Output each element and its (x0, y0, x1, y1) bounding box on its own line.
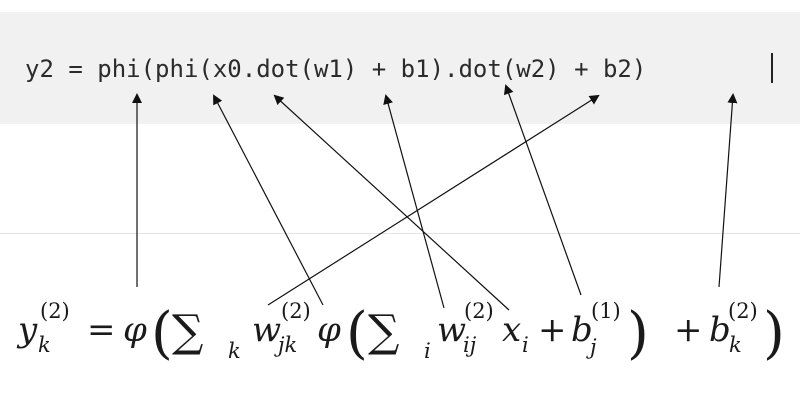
eq-sum-inner: ∑ (368, 306, 399, 357)
eq-rparen-inner: ) (627, 301, 649, 366)
eq-y: y (16, 310, 38, 350)
arrow-b2 (718, 93, 738, 288)
eq-lparen-outer: ( (151, 301, 173, 366)
eq-w-outer: w (252, 310, 281, 350)
eq-w-outer-subscript: jk (274, 333, 297, 357)
eq-b-outer-subscript: k (729, 333, 742, 357)
eq-b-inner: b (571, 310, 593, 350)
arrow-w1 (383, 94, 445, 309)
eq-y-subscript: k (38, 333, 51, 357)
eq-b-outer: b (709, 310, 731, 350)
eq-rparen-outer: ) (763, 301, 785, 366)
eq-sum-inner-subscript: i (424, 339, 431, 363)
eq-phi-outer: φ (123, 310, 147, 350)
eq-lparen-inner: ( (346, 301, 368, 366)
eq-w-inner: w (437, 310, 466, 350)
eq-x: x (502, 310, 521, 350)
eq-sum-outer: ∑ (172, 306, 203, 357)
code-band (0, 12, 800, 124)
eq-phi-inner: φ (317, 310, 341, 350)
arrow-b1 (503, 84, 582, 296)
eq-w-inner-subscript: ij (463, 333, 477, 357)
eq-b-inner-subscript: j (586, 335, 597, 359)
eq-b-outer-superscript: (2) (728, 299, 758, 323)
arrow-x0 (273, 94, 510, 311)
eq-sum-outer-subscript: k (228, 339, 241, 363)
eq-y-superscript: (2) (40, 299, 70, 323)
eq-equals: = (87, 310, 116, 350)
arrow-phi-inner (213, 94, 324, 306)
eq-b-inner-superscript: (1) (591, 299, 621, 323)
eq-plus-inner: + (538, 310, 567, 350)
eq-x-subscript: i (522, 333, 529, 357)
eq-plus-outer: + (674, 310, 703, 350)
eq-w-inner-superscript: (2) (464, 299, 494, 323)
arrow-w2 (267, 94, 600, 306)
divider-line (0, 233, 800, 234)
eq-w-outer-superscript: (2) (281, 299, 311, 323)
code-expression: y2 = phi(phi(x0.dot(w1) + b1).dot(w2) + … (25, 55, 647, 83)
text-cursor (771, 53, 773, 83)
